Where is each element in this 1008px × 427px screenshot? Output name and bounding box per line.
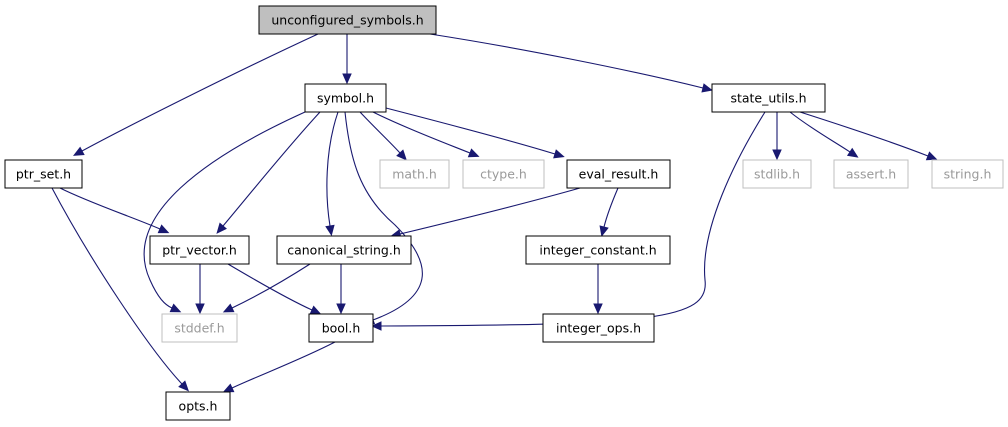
edge-symbol-to-stddef [143,111,306,309]
node-label: math.h [392,167,437,182]
node-ctype: ctype.h [462,159,545,189]
node-label: integer_constant.h [539,243,656,258]
node-state-utils[interactable]: state_utils.h [711,83,826,113]
node-box [742,159,812,189]
edge-unconfigured_symbols-to-symbol-arrowhead [342,73,352,85]
node-label: string.h [944,167,992,182]
node-label: eval_result.h [579,167,659,182]
node-eval-result[interactable]: eval_result.h [566,159,671,189]
edge-state_utils-to-string-arrowhead [925,151,938,161]
node-stddef: stddef.h [161,313,238,343]
node-label: stddef.h [174,321,224,336]
edge-symbol-to-bool [344,111,423,321]
node-integer-ops[interactable]: integer_ops.h [542,313,655,343]
node-canonical-string[interactable]: canonical_string.h [276,235,412,265]
node-box [308,313,374,343]
node-box [566,159,671,189]
edge-ptr_vector-to-stddef-arrowhead [195,303,205,315]
edge-unconfigured_symbols-to-state_utils-arrowhead [701,83,713,93]
edge-ptr_set-to-ptr_vector [59,187,161,230]
edge-symbol-to-eval_result [385,107,556,155]
node-label: stdlib.h [754,167,800,182]
node-label: ptr_set.h [16,167,71,182]
edge-ptr_set-to-ptr_vector-arrowhead [157,224,170,234]
edge-symbol-to-eval_result-arrowhead [553,149,565,159]
edge-state_utils-to-bool-arrowhead [370,321,382,331]
node-box [4,159,83,189]
nodes-layer: unconfigured_symbols.h symbol.h state_util… [4,5,1004,421]
edge-symbol-to-ptr_vector [222,111,321,227]
edge-bool-to-opts [231,341,336,389]
node-label: bool.h [322,321,361,336]
edge-ptr_vector-to-bool-arrowhead [309,305,322,315]
node-stdlib: stdlib.h [742,159,812,189]
node-ptr-set[interactable]: ptr_set.h [4,159,83,189]
node-box [258,5,437,35]
edge-symbol-to-canonical_string [326,111,339,227]
node-label: ctype.h [480,167,527,182]
edge-ptr_set-to-opts [51,187,183,385]
node-box [276,235,412,265]
node-box [379,159,450,189]
edge-symbol-to-stddef-arrowhead [169,303,182,313]
edge-state_utils-to-stdlib-arrowhead [772,149,782,161]
node-label: symbol.h [317,91,374,106]
edge-unconfigured_symbols-to-state_utils [429,33,704,89]
edge-unconfigured_symbols-to-ptr_set-arrowhead [73,146,85,156]
node-label: state_utils.h [730,91,806,106]
node-box [149,235,250,265]
node-box [462,159,545,189]
node-box [165,391,231,421]
node-box [542,313,655,343]
edge-integer_constant-to-integer_ops-arrowhead [593,303,603,315]
edge-ptr_set-to-opts-arrowhead [178,380,189,392]
edge-ptr_vector-to-bool [227,263,313,311]
edges-layer [51,33,938,393]
node-integer-constant[interactable]: integer_constant.h [525,235,671,265]
node-label: assert.h [846,167,896,182]
edge-state_utils-to-assert-arrowhead [846,147,859,158]
edge-symbol-to-canonical_string-arrowhead [325,224,335,237]
edge-canonical_string-to-bool-arrowhead [336,303,346,315]
edge-unconfigured_symbols-to-ptr_set [81,33,319,152]
edge-eval_result-to-integer_constant-arrowhead [599,225,609,237]
node-ptr-vector[interactable]: ptr_vector.h [149,235,250,265]
node-box [161,313,238,343]
node-symbol[interactable]: symbol.h [304,83,387,113]
edge-eval_result-to-integer_constant [603,187,619,228]
node-label: ptr_vector.h [162,243,237,258]
node-label: canonical_string.h [287,243,401,258]
edge-state_utils-to-assert [789,111,851,153]
node-opts[interactable]: opts.h [165,391,231,421]
node-string: string.h [931,159,1004,189]
edge-state_utils-to-string [799,111,929,157]
edge-symbol-to-ptr_vector-arrowhead [216,222,227,234]
node-bool[interactable]: bool.h [308,313,374,343]
edge-symbol-to-math [359,111,401,154]
node-box [711,83,826,113]
edge-bool-to-opts-arrowhead [222,383,235,393]
node-label: unconfigured_symbols.h [271,13,423,28]
edge-symbol-to-math-arrowhead [396,149,407,161]
edge-eval_result-to-canonical_string [399,187,581,235]
node-math: math.h [379,159,450,189]
node-box [304,83,387,113]
node-assert: assert.h [833,159,909,189]
node-box [833,159,909,189]
edge-symbol-to-ctype [372,111,471,154]
node-label: integer_ops.h [556,321,641,336]
edge-canonical_string-to-stddef-arrowhead [222,303,235,313]
edge-canonical_string-to-stddef [231,263,311,309]
edge-state_utils-to-bool [380,111,766,327]
node-box [931,159,1004,189]
node-unconfigured-symbols[interactable]: unconfigured_symbols.h [258,5,437,35]
node-box [525,235,671,265]
edge-symbol-to-ctype-arrowhead [467,148,480,158]
node-label: opts.h [179,399,218,414]
